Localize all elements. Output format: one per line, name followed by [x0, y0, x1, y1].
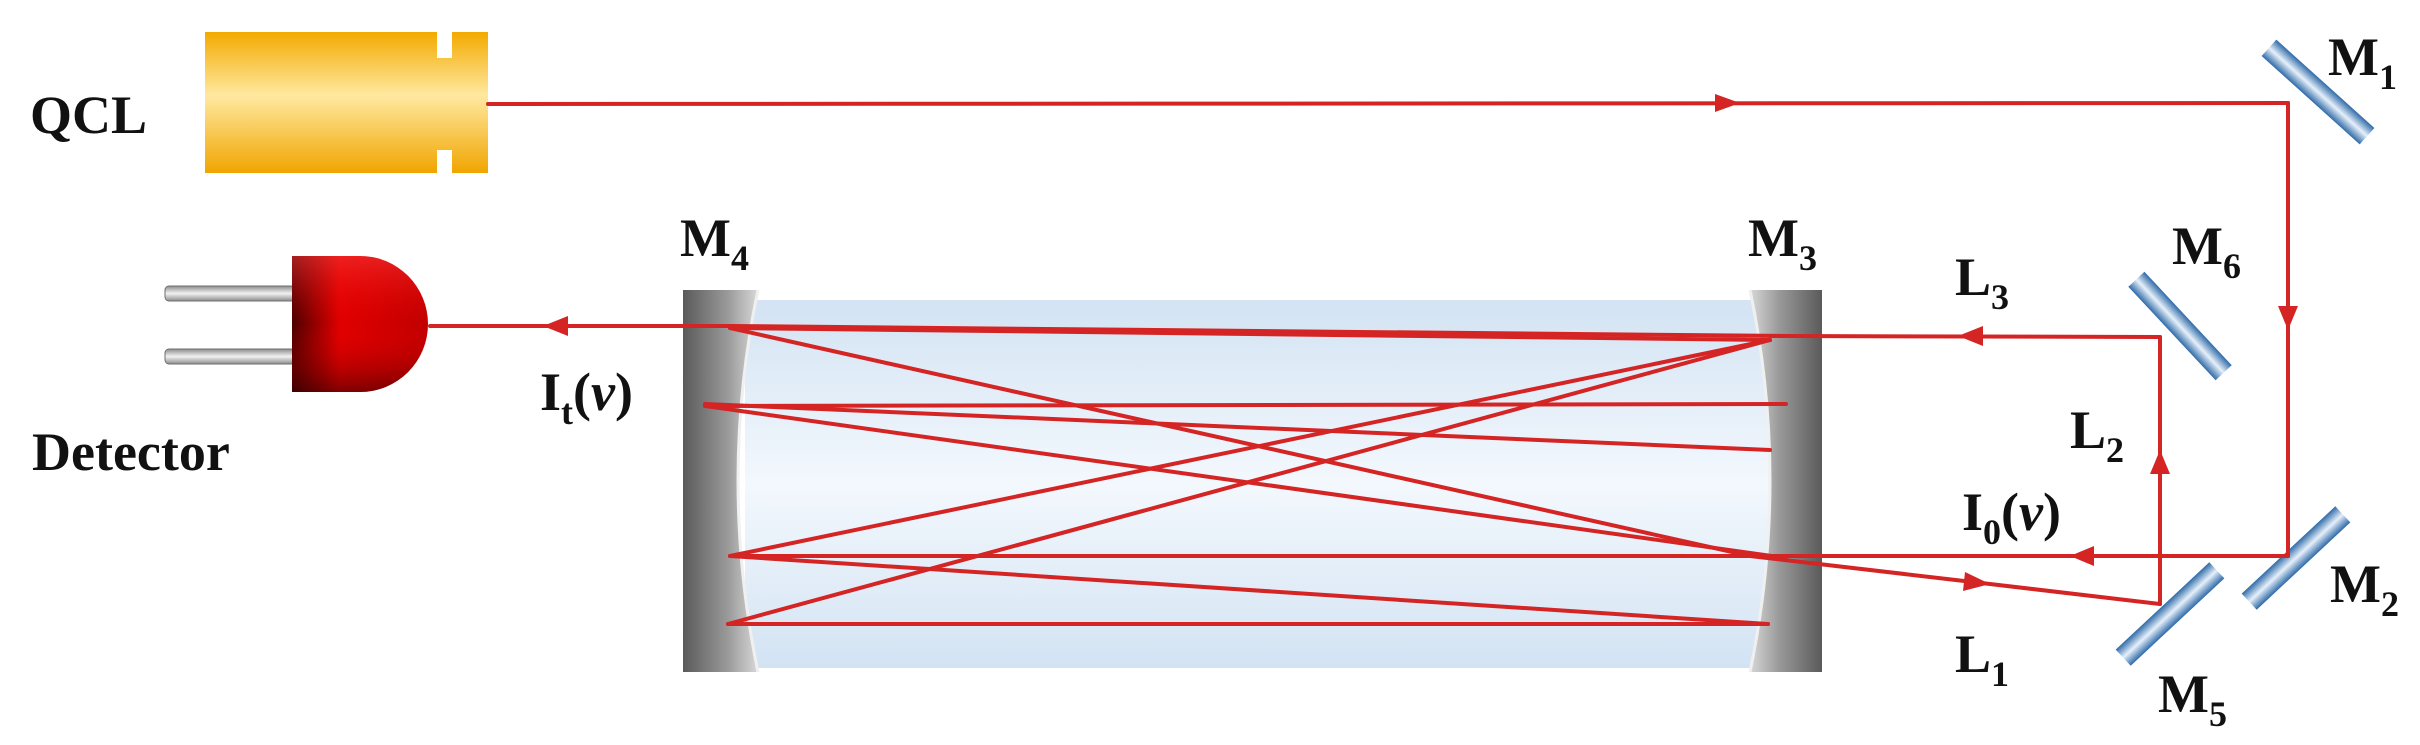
qcl-laser-icon [205, 32, 488, 173]
qcl-label: QCL [30, 85, 147, 145]
mirror-m1 [2261, 39, 2375, 145]
cavity-mirror-m4 [683, 290, 758, 672]
arrow-l1 [1963, 572, 1990, 591]
transmitted-intensity-label: It(v) [540, 362, 633, 432]
photodetector-icon [164, 256, 428, 392]
arrow-i0 [2070, 546, 2094, 566]
beam-to-detector [728, 324, 1789, 338]
l3-label: L3 [1955, 247, 2009, 317]
mirror-m2 [2241, 506, 2351, 610]
m1-label: M1 [2328, 27, 2397, 97]
beam-direction-arrows [543, 94, 2298, 591]
incident-intensity-label: I0(v) [1962, 482, 2061, 552]
arrow-qcl-beam [1715, 94, 1740, 112]
m6-label: M6 [2172, 216, 2241, 286]
m5-label: M5 [2158, 664, 2227, 734]
m4-label: M4 [680, 208, 749, 278]
cavity-mirror-m3 [1750, 290, 1822, 672]
beam-qcl-to-m1 [486, 101, 2290, 106]
m2-label: M2 [2330, 554, 2399, 624]
m3-label: M3 [1748, 208, 1817, 278]
arrow-l3 [1958, 326, 1983, 346]
arrow-it [543, 316, 568, 336]
l2-label: L2 [2070, 400, 2124, 470]
mirror-m6 [2128, 271, 2232, 381]
detector-label: Detector [32, 422, 230, 482]
l1-label: L1 [1955, 624, 2009, 694]
arrow-m1-down [2278, 306, 2298, 330]
multipass-reflections [703, 326, 1788, 626]
mirror-m5 [2115, 562, 2225, 666]
arrow-l2-up [2150, 450, 2170, 474]
